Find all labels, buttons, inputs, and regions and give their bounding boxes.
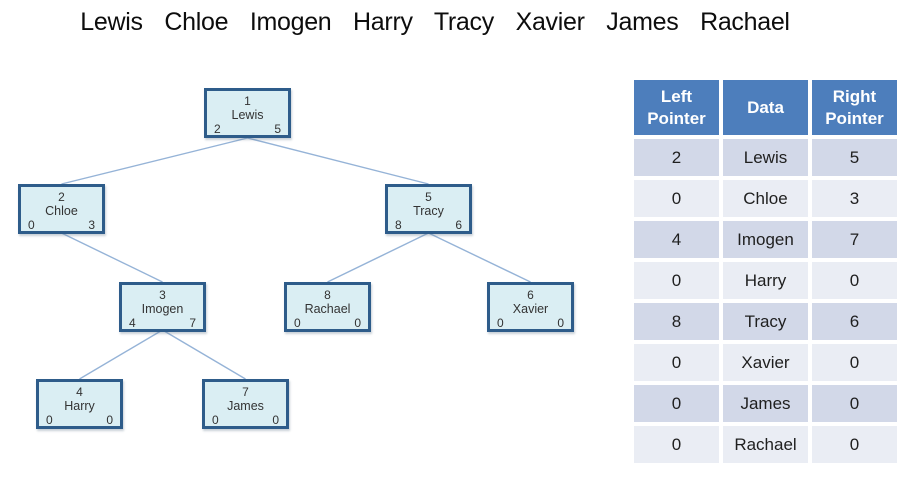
node-pointers: 0 0 — [39, 413, 120, 429]
cell-left-pointer: 4 — [634, 221, 719, 258]
table-row: 4 Imogen 7 — [634, 221, 897, 258]
table-header-row: Left Pointer Data Right Pointer — [634, 80, 897, 135]
header-right-pointer: Right Pointer — [812, 80, 897, 135]
table-row: 0 Chloe 3 — [634, 180, 897, 217]
node-index: 5 — [425, 190, 432, 204]
node-left-pointer: 0 — [46, 413, 53, 427]
cell-right-pointer: 0 — [812, 426, 897, 463]
connector-tracy-xavier — [428, 232, 531, 283]
node-pointers: 4 7 — [122, 316, 203, 332]
node-left-pointer: 4 — [129, 316, 136, 330]
cell-right-pointer: 7 — [812, 221, 897, 258]
node-right-pointer: 6 — [455, 218, 462, 232]
cell-data: Tracy — [723, 303, 808, 340]
cell-left-pointer: 8 — [634, 303, 719, 340]
node-index: 8 — [324, 288, 331, 302]
node-left-pointer: 0 — [28, 218, 35, 232]
cell-data: Lewis — [723, 139, 808, 176]
page-title: Lewis Chloe Imogen Harry Tracy Xavier Ja… — [80, 8, 790, 36]
pointer-table: Left Pointer Data Right Pointer 2 Lewis … — [630, 76, 901, 467]
node-right-pointer: 0 — [557, 316, 564, 330]
cell-right-pointer: 6 — [812, 303, 897, 340]
table-row: 0 James 0 — [634, 385, 897, 422]
node-left-pointer: 8 — [395, 218, 402, 232]
header-data: Data — [723, 80, 808, 135]
tree-node-james: 7 James 0 0 — [202, 379, 289, 429]
tree-node-rachael: 8 Rachael 0 0 — [284, 282, 371, 332]
node-index: 2 — [58, 190, 65, 204]
tree-node-xavier: 6 Xavier 0 0 — [487, 282, 574, 332]
tree-node-tracy: 5 Tracy 8 6 — [385, 184, 472, 234]
cell-left-pointer: 2 — [634, 139, 719, 176]
node-name: James — [227, 399, 264, 413]
cell-right-pointer: 3 — [812, 180, 897, 217]
node-name: Harry — [64, 399, 95, 413]
cell-left-pointer: 0 — [634, 426, 719, 463]
tree-node-lewis: 1 Lewis 2 5 — [204, 88, 291, 138]
node-index: 7 — [242, 385, 249, 399]
node-index: 4 — [76, 385, 83, 399]
node-name: Chloe — [45, 204, 78, 218]
connector-lewis-chloe — [61, 137, 248, 185]
cell-data: Rachael — [723, 426, 808, 463]
node-name: Rachael — [304, 302, 351, 316]
cell-right-pointer: 0 — [812, 262, 897, 299]
node-index: 1 — [244, 94, 251, 108]
tree-node-harry: 4 Harry 0 0 — [36, 379, 123, 429]
connector-tracy-rachael — [327, 232, 429, 283]
connector-imogen-james — [162, 329, 246, 380]
connector-imogen-harry — [79, 329, 163, 380]
node-pointers: 0 0 — [205, 413, 286, 429]
node-left-pointer: 0 — [294, 316, 301, 330]
node-pointers: 2 5 — [207, 122, 288, 138]
cell-data: James — [723, 385, 808, 422]
node-name: Imogen — [141, 302, 184, 316]
node-name: Tracy — [413, 204, 444, 218]
cell-data: Imogen — [723, 221, 808, 258]
node-name: Lewis — [231, 108, 264, 122]
table-row: 0 Harry 0 — [634, 262, 897, 299]
cell-right-pointer: 5 — [812, 139, 897, 176]
connector-lewis-tracy — [247, 137, 429, 185]
node-right-pointer: 0 — [106, 413, 113, 427]
cell-data: Xavier — [723, 344, 808, 381]
table-row: 0 Rachael 0 — [634, 426, 897, 463]
cell-left-pointer: 0 — [634, 385, 719, 422]
tree-node-chloe: 2 Chloe 0 3 — [18, 184, 105, 234]
node-pointers: 0 0 — [287, 316, 368, 332]
table-row: 2 Lewis 5 — [634, 139, 897, 176]
cell-left-pointer: 0 — [634, 180, 719, 217]
header-left-pointer: Left Pointer — [634, 80, 719, 135]
node-left-pointer: 0 — [212, 413, 219, 427]
node-name: Xavier — [512, 302, 549, 316]
node-right-pointer: 7 — [189, 316, 196, 330]
table-row: 0 Xavier 0 — [634, 344, 897, 381]
node-index: 6 — [527, 288, 534, 302]
node-right-pointer: 0 — [354, 316, 361, 330]
node-pointers: 0 3 — [21, 218, 102, 234]
node-right-pointer: 0 — [272, 413, 279, 427]
node-right-pointer: 5 — [274, 122, 281, 136]
node-left-pointer: 2 — [214, 122, 221, 136]
cell-right-pointer: 0 — [812, 344, 897, 381]
node-pointers: 8 6 — [388, 218, 469, 234]
node-right-pointer: 3 — [88, 218, 95, 232]
cell-right-pointer: 0 — [812, 385, 897, 422]
cell-left-pointer: 0 — [634, 262, 719, 299]
connector-chloe-imogen — [61, 232, 163, 283]
cell-data: Harry — [723, 262, 808, 299]
cell-left-pointer: 0 — [634, 344, 719, 381]
tree-node-imogen: 3 Imogen 4 7 — [119, 282, 206, 332]
node-pointers: 0 0 — [490, 316, 571, 332]
node-index: 3 — [159, 288, 166, 302]
node-left-pointer: 0 — [497, 316, 504, 330]
cell-data: Chloe — [723, 180, 808, 217]
table-row: 8 Tracy 6 — [634, 303, 897, 340]
